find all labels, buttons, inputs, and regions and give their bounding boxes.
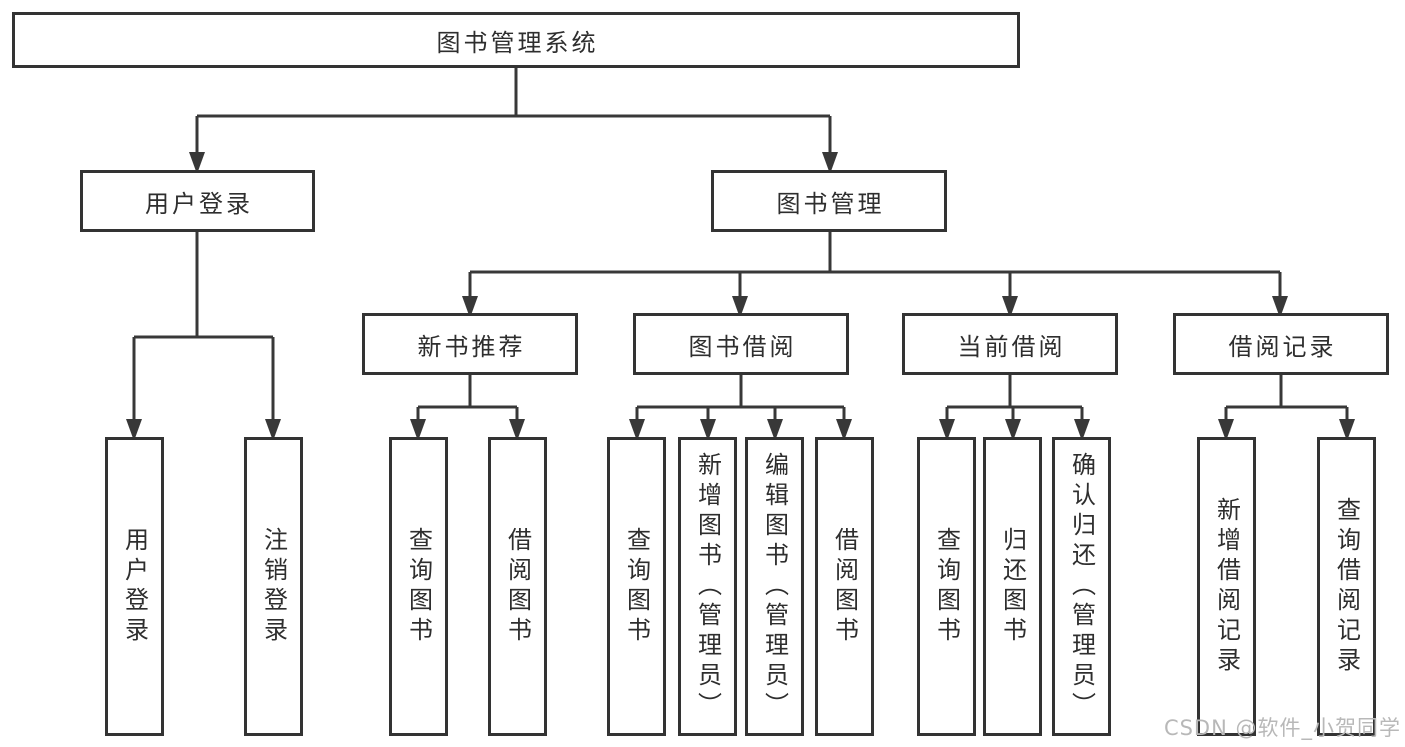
csdn-watermark: CSDN @软件_小贺同学: [1163, 716, 1401, 740]
node-label: 借阅记录: [1228, 332, 1337, 361]
connector-current-to-children: [945, 375, 1084, 419]
connector-root-to-level1: [195, 68, 832, 152]
node-add-borrow-record: 新增借阅记录: [1197, 437, 1256, 736]
node-label: 图书管理系统: [436, 28, 599, 57]
node-borrow-books-leaf: 借阅图书: [815, 437, 874, 736]
node-borrow-books-recommend: 借阅图书: [488, 437, 547, 736]
node-edit-books-admin: 编辑图书（管理员）: [745, 437, 804, 736]
node-label: 编辑图书（管理员）: [760, 451, 789, 722]
node-query-borrow-record: 查询借阅记录: [1317, 437, 1376, 736]
arrow-down-icon: [1272, 296, 1288, 318]
arrow-down-icon: [822, 152, 838, 174]
arrow-down-icon: [126, 419, 142, 441]
node-label: 新书推荐: [417, 332, 526, 361]
connector-records-to-children: [1224, 375, 1349, 419]
node-borrowing-records: 借阅记录: [1173, 313, 1389, 375]
node-query-books-borrow: 查询图书: [607, 437, 666, 736]
node-return-books: 归还图书: [983, 437, 1042, 736]
arrow-down-icon: [732, 296, 748, 318]
node-book-management: 图书管理: [711, 170, 947, 232]
arrow-down-icon: [1005, 419, 1021, 441]
arrow-down-icon: [462, 296, 478, 318]
node-user-login-group: 用户登录: [80, 170, 315, 232]
node-current-borrowing: 当前借阅: [902, 313, 1118, 375]
node-label: 归还图书: [998, 526, 1027, 647]
node-confirm-return-admin: 确认归还（管理员）: [1052, 437, 1111, 736]
node-query-books-recommend: 查询图书: [389, 437, 448, 736]
arrow-down-icon: [700, 419, 716, 441]
node-new-book-recommend: 新书推荐: [362, 313, 578, 375]
node-label: 确认归还（管理员）: [1067, 451, 1096, 722]
node-user-login-leaf: 用户登录: [105, 437, 164, 736]
node-label: 图书管理: [776, 189, 885, 218]
arrow-down-icon: [1002, 296, 1018, 318]
node-library-management-system: 图书管理系统: [12, 12, 1020, 68]
connector-mgmt-to-level2: [468, 232, 1282, 296]
arrow-down-icon: [1339, 419, 1355, 441]
arrowheads: [126, 152, 1355, 441]
arrow-down-icon: [189, 152, 205, 174]
arrow-down-icon: [939, 419, 955, 441]
node-label: 借阅图书: [830, 526, 859, 647]
arrow-down-icon: [265, 419, 281, 441]
node-book-borrowing: 图书借阅: [633, 313, 849, 375]
connector-recommend-to-children: [416, 375, 519, 419]
arrow-down-icon: [1218, 419, 1234, 441]
node-label: 查询图书: [622, 526, 651, 647]
arrow-down-icon: [836, 419, 852, 441]
connector-borrow-to-children: [635, 375, 846, 419]
node-label: 借阅图书: [503, 526, 532, 647]
node-label: 图书借阅: [688, 332, 797, 361]
node-query-books-current: 查询图书: [917, 437, 976, 736]
node-logout-leaf: 注销登录: [244, 437, 303, 736]
node-label: 新增图书（管理员）: [693, 451, 722, 722]
node-label: 当前借阅: [957, 332, 1066, 361]
node-label: 查询图书: [404, 526, 433, 647]
arrow-down-icon: [509, 419, 525, 441]
node-label: 查询借阅记录: [1332, 496, 1361, 677]
node-label: 用户登录: [120, 526, 149, 647]
node-label: 新增借阅记录: [1212, 496, 1241, 677]
arrow-down-icon: [1074, 419, 1090, 441]
arrow-down-icon: [767, 419, 783, 441]
arrow-down-icon: [410, 419, 426, 441]
node-label: 用户登录: [145, 189, 253, 218]
node-label: 查询图书: [932, 526, 961, 647]
arrow-down-icon: [629, 419, 645, 441]
node-label: 注销登录: [259, 526, 288, 647]
node-add-books-admin: 新增图书（管理员）: [678, 437, 737, 736]
connector-login-to-children: [132, 232, 275, 419]
